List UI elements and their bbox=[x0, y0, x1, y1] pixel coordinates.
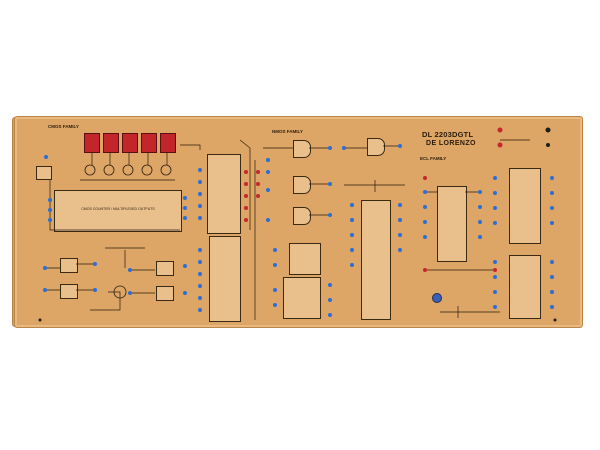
gate-icon bbox=[293, 140, 311, 158]
model-label: DL 2203DGTL bbox=[422, 130, 474, 139]
ic-chip-icon bbox=[289, 243, 321, 275]
ic-chip-icon bbox=[209, 236, 241, 322]
ic-chip-icon bbox=[283, 277, 321, 319]
section-label-cmos: CMOS FAMILY bbox=[48, 124, 79, 129]
gate-icon bbox=[156, 261, 174, 276]
gate-icon bbox=[156, 286, 174, 301]
section-label-nmos: NMOS FAMILY bbox=[272, 129, 303, 134]
brand-label: DE LORENZO bbox=[426, 140, 476, 147]
seven-segment-display-icon bbox=[160, 133, 176, 153]
ic-chip-icon bbox=[207, 154, 241, 234]
counter-ic-chip: CMOS COUNTER / MULTIPLEXED OUTPUTS bbox=[54, 190, 182, 232]
potentiometer-icon[interactable] bbox=[432, 293, 442, 303]
gate-icon bbox=[60, 284, 78, 299]
counter-ic-label: CMOS COUNTER / MULTIPLEXED OUTPUTS bbox=[81, 207, 155, 211]
gate-icon bbox=[367, 138, 385, 156]
ic-chip-icon bbox=[361, 200, 391, 320]
gate-icon bbox=[293, 176, 311, 194]
gate-icon bbox=[293, 207, 311, 225]
seven-segment-display-icon bbox=[103, 133, 119, 153]
ic-chip-icon bbox=[437, 186, 467, 262]
ic-chip-icon bbox=[509, 255, 541, 319]
gate-icon bbox=[60, 258, 78, 273]
switch-box-icon[interactable] bbox=[36, 166, 52, 180]
section-label-ecl: ECL FAMILY bbox=[420, 156, 447, 161]
ic-chip-icon bbox=[509, 168, 541, 244]
seven-segment-display-icon bbox=[122, 133, 138, 153]
seven-segment-display-icon bbox=[141, 133, 157, 153]
